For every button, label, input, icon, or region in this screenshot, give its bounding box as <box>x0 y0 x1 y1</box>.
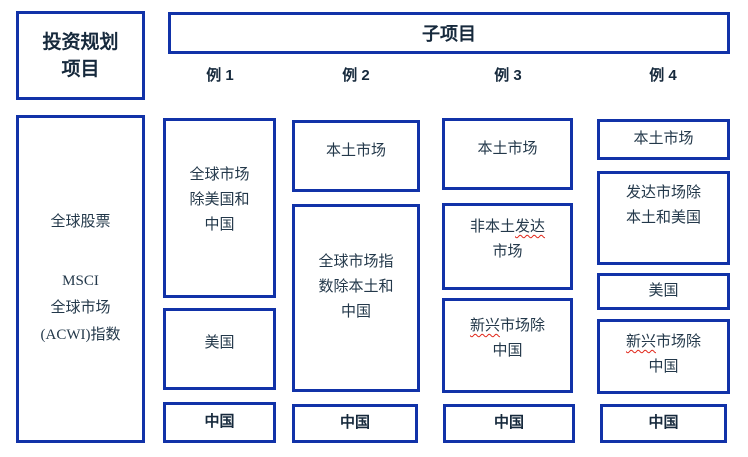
col3-box-em-ex-china: 新兴市场除 中国 <box>442 298 573 393</box>
col3-box-china: 中国 <box>443 404 575 443</box>
col1-box-global-ex-us-china: 全球市场 除美国和 中国 <box>163 118 276 298</box>
column-header-1: 例 1 <box>206 67 234 84</box>
box-label: 本土市场 <box>325 143 386 159</box>
box-label: 市场除 中国 <box>492 318 546 359</box>
column-header-2: 例 2 <box>342 67 370 84</box>
subproject-header-label: 子项目 <box>422 24 476 44</box>
box-label: 中国 <box>648 415 679 431</box>
col4-box-em-ex-china: 新兴市场除 中国 <box>597 319 730 394</box>
box-label: 发达市场除 本土和美国 <box>625 185 701 226</box>
col4-box-china: 中国 <box>600 404 727 443</box>
col2-box-home-market: 本土市场 <box>292 120 420 192</box>
box-label: 本土市场 <box>477 141 538 157</box>
box-label: 非本土 <box>469 219 515 235</box>
col1-box-us: 美国 <box>163 308 276 390</box>
col4-box-us: 美国 <box>597 273 730 310</box>
box-label: 中国 <box>339 415 370 431</box>
box-label: 美国 <box>204 335 235 351</box>
col2-box-global-index-ex-home-china: 全球市场指 数除本土和 中国 <box>292 204 420 392</box>
box-label: 本土市场 <box>633 131 694 147</box>
benchmark-index-name: MSCI 全球市场 (ACWI)指数 <box>40 273 121 343</box>
subproject-header-box: 子项目 <box>168 12 730 54</box>
box-label: 美国 <box>648 283 679 299</box>
column-header-4: 例 4 <box>649 67 677 84</box>
box-label: 中国 <box>204 414 235 430</box>
col4-box-developed-ex-home-us: 发达市场除 本土和美国 <box>597 171 730 265</box>
box-label-misspelled: 新兴 <box>625 334 656 350</box>
box-label-misspelled: 新兴 <box>469 318 500 334</box>
col3-box-non-home-developed: 非本土发达 市场 <box>442 203 573 290</box>
program-header-label: 投资规划 项目 <box>42 31 119 80</box>
program-header-box: 投资规划 项目 <box>16 11 145 100</box>
box-label: 全球市场指 数除本土和 中国 <box>318 254 394 320</box>
box-label-misspelled: 发达 <box>515 219 546 235</box>
box-label: 中国 <box>493 415 524 431</box>
box-label: 市场除 中国 <box>648 334 702 375</box>
benchmark-asset-class: 全球股票 <box>50 214 111 230</box>
column-header-3: 例 3 <box>494 67 522 84</box>
box-label: 市场 <box>492 244 523 260</box>
col2-box-china: 中国 <box>292 404 418 443</box>
benchmark-box: 全球股票 MSCI 全球市场 (ACWI)指数 <box>16 115 145 443</box>
col4-box-home-market: 本土市场 <box>597 119 730 160</box>
col3-box-home-market: 本土市场 <box>442 118 573 190</box>
col1-box-china: 中国 <box>163 402 276 443</box>
box-label: 全球市场 除美国和 中国 <box>189 167 250 233</box>
